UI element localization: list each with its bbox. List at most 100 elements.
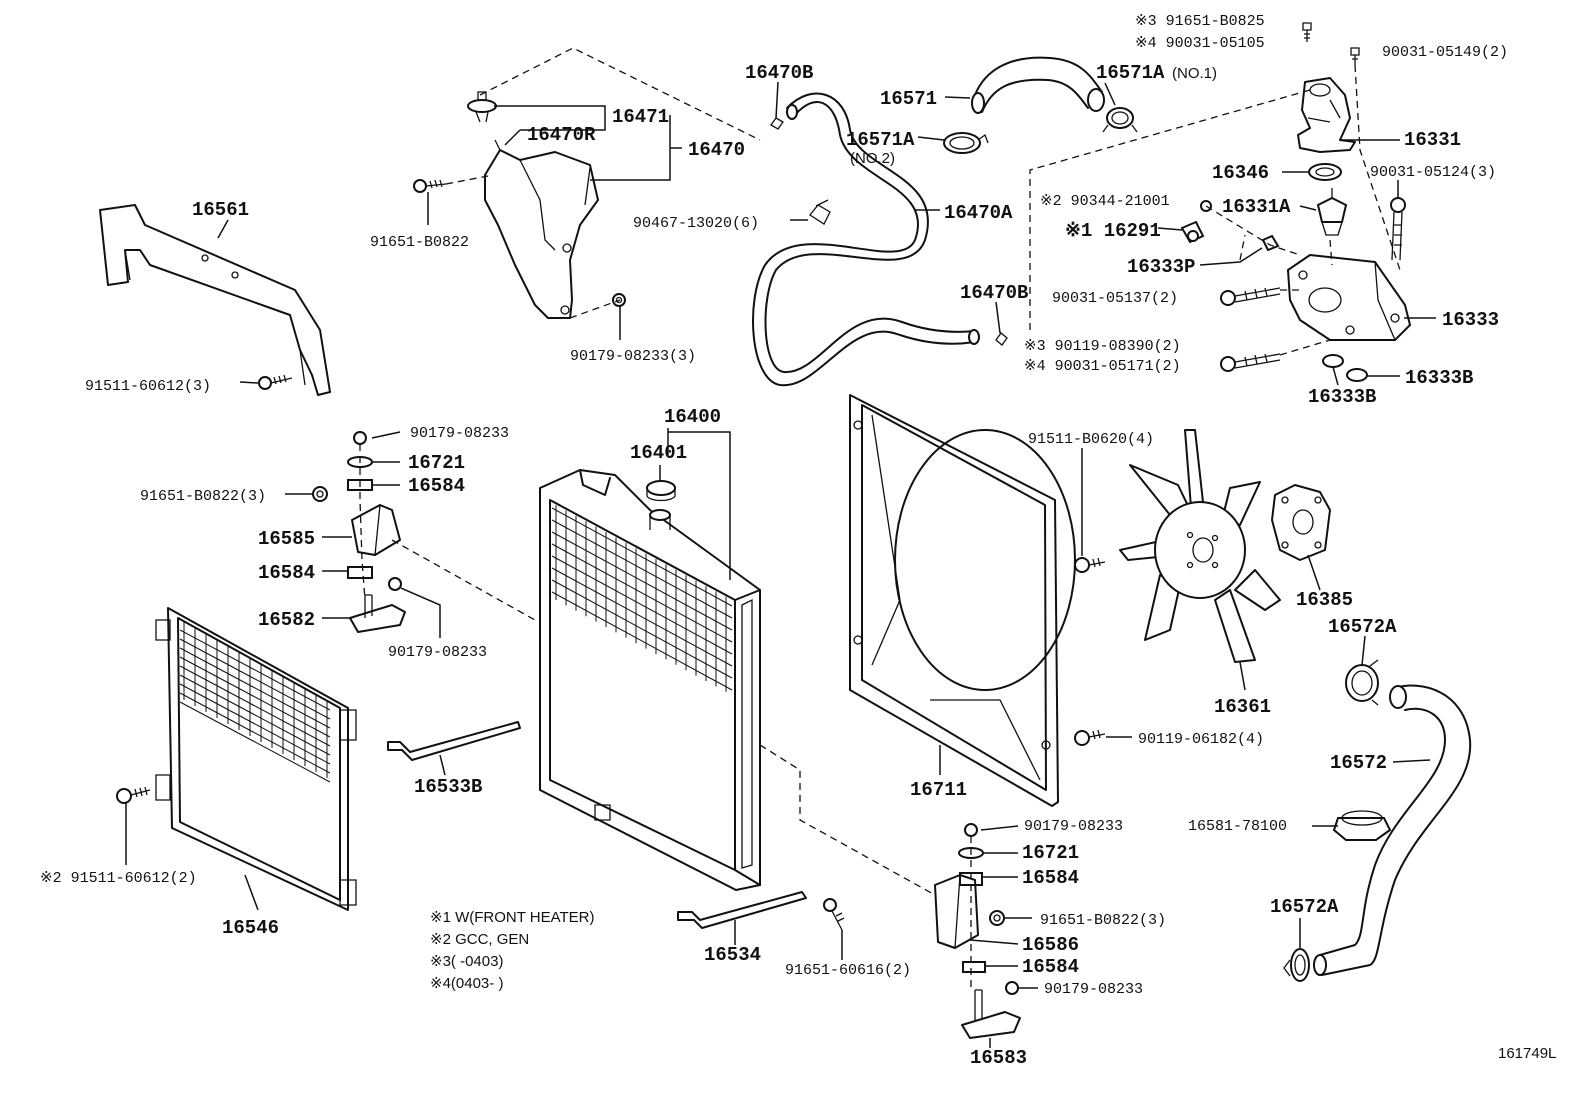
condenser-tube — [179, 647, 331, 729]
label-16572: 16572 — [1330, 752, 1387, 774]
label-16333B-b: 16333B — [1405, 367, 1473, 389]
nut-91651-B0822-3-a — [312, 486, 328, 502]
bolt-90031-05149 — [1350, 47, 1360, 65]
label-90119-08390-2: ※3 90119-08390(2) — [1024, 338, 1181, 355]
part-16400-radiator — [539, 469, 761, 891]
bolt-91511-B0620 — [1074, 557, 1106, 573]
bolt-90119-06182 — [1074, 729, 1106, 746]
valve-16291 — [1180, 220, 1205, 244]
label-91511-60612-2: ※2 91511-60612(2) — [40, 870, 197, 887]
radiator-tube — [551, 543, 733, 643]
clip-16470B-mid — [995, 332, 1008, 346]
condenser-tube — [179, 629, 331, 711]
label-91511-60612-3: 91511-60612(3) — [85, 378, 211, 395]
label-16721-b: 16721 — [1022, 842, 1079, 864]
filler-neck — [649, 509, 671, 530]
coupling-16385 — [1271, 484, 1331, 561]
condenser-tube — [179, 674, 331, 756]
cap-16471 — [467, 91, 497, 123]
gasket-16333B-a — [1322, 354, 1344, 368]
label-16470: 16470 — [688, 139, 745, 161]
condenser-tube — [179, 692, 331, 774]
label-16572A-bottom: 16572A — [1270, 896, 1339, 918]
label-16571: 16571 — [880, 88, 937, 110]
label-90467-13020-6: 90467-13020(6) — [633, 215, 759, 232]
label-16586: 16586 — [1022, 934, 1079, 956]
radiator-tube — [551, 567, 733, 667]
note-2: ※2 GCC, GEN — [430, 931, 529, 948]
label-16571A-no2-tag: (NO.2) — [850, 150, 895, 167]
condenser-tube — [179, 701, 331, 783]
bolt-90119-08390 — [1220, 353, 1281, 372]
label-16572A-top: 16572A — [1328, 616, 1397, 638]
label-16533B: 16533B — [414, 776, 482, 798]
label-16470A: 16470A — [944, 202, 1013, 224]
label-91651-60616-2: 91651-60616(2) — [785, 962, 911, 979]
label-91511-B0620-4: 91511-B0620(4) — [1028, 431, 1154, 448]
part-16711-fan-shroud — [849, 394, 1076, 807]
label-16400: 16400 — [664, 406, 721, 428]
diagram-id: 161749L — [1498, 1045, 1556, 1062]
label-90179-08233-d: 90179-08233 — [1044, 981, 1143, 998]
label-90179-08233-a: 90179-08233 — [410, 425, 509, 442]
label-16331A: 16331A — [1222, 196, 1291, 218]
condenser-tube — [179, 656, 331, 738]
label-90031-05171-2: ※4 90031-05171(2) — [1024, 358, 1181, 375]
condenser-tube — [179, 665, 331, 747]
label-16582: 16582 — [258, 609, 315, 631]
label-16584-c: 16584 — [1022, 867, 1079, 889]
label-16333: 16333 — [1442, 309, 1499, 331]
nut-90179-08233-a — [353, 431, 367, 445]
stay-16533B — [387, 721, 521, 761]
part-16470-reservoir-tank — [484, 139, 599, 319]
label-90179-08233-b: 90179-08233 — [388, 644, 487, 661]
clamp-16572A-top — [1345, 659, 1379, 706]
label-16331: 16331 — [1404, 129, 1461, 151]
nut-90179-08233-c — [964, 823, 978, 837]
label-91651-B0825: ※3 91651-B0825 — [1135, 13, 1265, 30]
bolt-91651-B0825 — [1302, 22, 1312, 42]
bolt-91651-60616 — [823, 898, 845, 931]
plug-16333P — [1261, 234, 1280, 252]
condenser-tube — [179, 638, 331, 720]
bolt-90031-05124 — [1390, 197, 1406, 261]
dashed-assembly-lines — [359, 47, 1401, 990]
radiator-tube — [551, 579, 733, 679]
part-16361-fan — [1119, 429, 1281, 663]
label-16333B-a: 16333B — [1308, 386, 1376, 408]
label-16534: 16534 — [704, 944, 761, 966]
note-3: ※3( -0403) — [430, 953, 503, 970]
radiator-tube — [551, 519, 733, 619]
label-16571A-no1: 16571A — [1096, 62, 1165, 84]
label-90031-05137-2: 90031-05137(2) — [1052, 290, 1178, 307]
label-16583: 16583 — [970, 1047, 1027, 1069]
label-16385: 16385 — [1296, 589, 1353, 611]
label-91651-B0822-3-b: 91651-B0822(3) — [1040, 912, 1166, 929]
clip-16470B-top — [770, 117, 784, 130]
support-16582 — [349, 594, 406, 633]
label-16470R: 16470R — [527, 124, 596, 146]
label-90031-05149-2: 90031-05149(2) — [1382, 44, 1508, 61]
nut-91651-B0822-3-b — [989, 910, 1005, 926]
bolt-90031-05137 — [1220, 287, 1281, 306]
stay-16534 — [677, 891, 807, 929]
label-90179-08233-3: 90179-08233(3) — [570, 348, 696, 365]
label-90031-05124-3: 90031-05124(3) — [1370, 164, 1496, 181]
gasket-16346 — [1308, 163, 1342, 181]
label-16470B-top: 16470B — [745, 62, 813, 84]
label-16585: 16585 — [258, 528, 315, 550]
label-90344-21001: ※2 90344-21001 — [1040, 193, 1170, 210]
support-16583 — [961, 989, 1021, 1039]
note-4: ※4(0403- ) — [430, 975, 503, 992]
cushion-16584-b — [347, 566, 373, 579]
label-16584-d: 16584 — [1022, 956, 1079, 978]
clamp-16571A-no1 — [1102, 107, 1138, 133]
housing-16333 — [1287, 254, 1411, 341]
label-16581-78100: 16581-78100 — [1188, 818, 1287, 835]
label-90031-05105: ※4 90031-05105 — [1135, 35, 1265, 52]
label-16711: 16711 — [910, 779, 967, 801]
cap-16401 — [646, 480, 676, 502]
label-16361: 16361 — [1214, 696, 1271, 718]
bolt-91511-60612-2 — [116, 786, 151, 804]
